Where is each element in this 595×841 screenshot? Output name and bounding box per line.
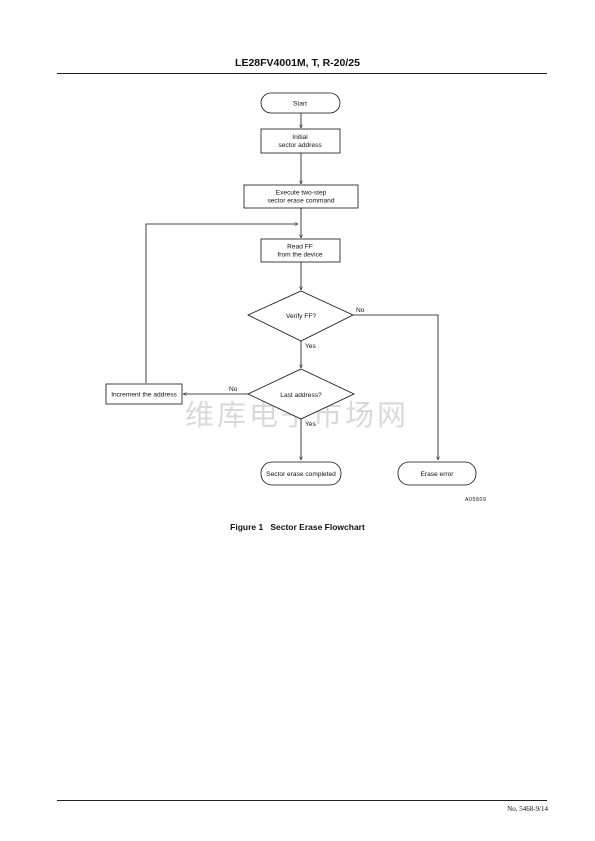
last-address-label: Last address? bbox=[280, 392, 322, 399]
initial-label-line2: sector address bbox=[278, 142, 322, 149]
figure-title: Sector Erase Flowchart bbox=[270, 522, 365, 532]
edge-loop-back bbox=[145, 224, 298, 383]
read-label-line2: from the device bbox=[277, 252, 322, 259]
increment-label: Increment the address bbox=[111, 392, 177, 399]
start-terminal bbox=[260, 92, 341, 114]
last-no-label: No bbox=[229, 386, 238, 393]
last-yes-label: Yes bbox=[305, 421, 316, 428]
edge-verify-no bbox=[353, 314, 438, 460]
execute-label-line1: Execute two-step bbox=[276, 190, 327, 197]
read-label-line1: Read FF bbox=[287, 244, 313, 251]
error-label: Erase error bbox=[421, 471, 455, 478]
execute-label-line2: sector erase command bbox=[267, 198, 334, 205]
header-rule bbox=[57, 73, 547, 74]
verify-no-label: No bbox=[356, 307, 365, 314]
execute-command-box bbox=[243, 184, 359, 209]
figure-number: Figure 1 bbox=[230, 522, 264, 532]
figure-caption: Figure 1 Sector Erase Flowchart bbox=[0, 522, 595, 532]
page-header-title: LE28FV4001M, T, R-20/25 bbox=[235, 57, 360, 69]
verify-ff-decision bbox=[247, 290, 354, 342]
increment-address-box bbox=[105, 383, 183, 405]
sector-erase-flowchart: 维库电子市场网 Start Initial sector address Exe… bbox=[105, 92, 487, 503]
footer-rule bbox=[57, 800, 547, 801]
verify-label: Verify FF? bbox=[286, 313, 316, 320]
initial-sector-box bbox=[260, 128, 341, 154]
last-address-decision bbox=[247, 368, 355, 420]
completed-label: Sector erase completed bbox=[266, 471, 336, 478]
erase-error-terminal bbox=[397, 461, 477, 486]
page-number: No. 5468-9/14 bbox=[507, 805, 548, 813]
initial-label-line1: Initial bbox=[292, 134, 308, 141]
start-label: Start bbox=[293, 101, 307, 108]
read-ff-box bbox=[260, 238, 341, 263]
verify-yes-label: Yes bbox=[305, 343, 316, 350]
figure-code: A05809 bbox=[465, 497, 487, 503]
sector-erase-completed-terminal bbox=[260, 461, 342, 486]
